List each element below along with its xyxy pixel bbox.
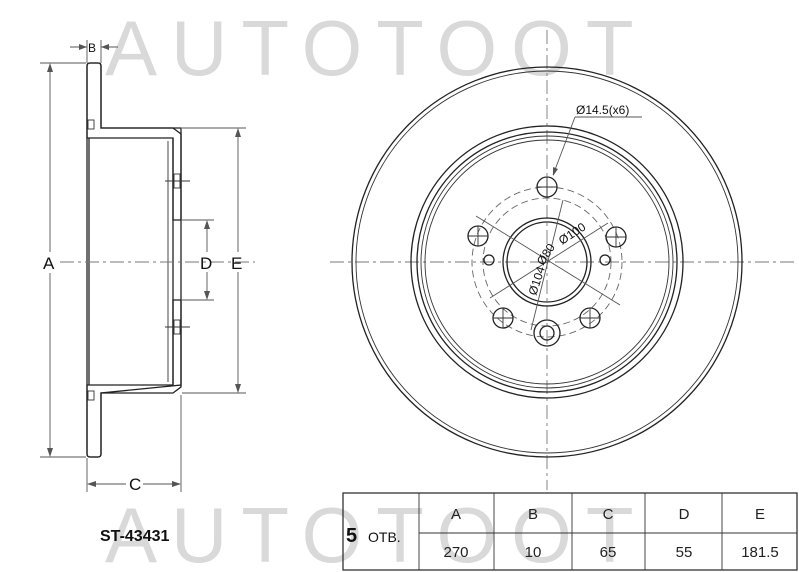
watermark-top: AUTOTOOT: [105, 4, 648, 92]
value-d: 55: [676, 544, 693, 561]
dim-label-e: E: [231, 254, 242, 273]
watermark-bottom: AUTOTOOT: [105, 491, 648, 572]
value-e: 181.5: [741, 544, 779, 561]
bolt-holes: [467, 176, 627, 347]
front-view: Ø14.5(x6) Ø100 Ø80 Ø104: [330, 30, 795, 490]
hub-label: Ø104: [526, 264, 548, 297]
dim-label-c: C: [129, 475, 141, 494]
center-bore-label: Ø80: [534, 241, 558, 268]
dim-label-b: B: [88, 41, 96, 55]
header-a: A: [451, 506, 461, 523]
header-d: D: [679, 506, 690, 523]
side-section-view: A B C D E: [40, 40, 255, 494]
holes-suffix: ОТВ.: [368, 529, 401, 545]
spec-table: 5 ОТВ. A B C D E 270 10 65 55 181.5: [342, 492, 798, 571]
header-e: E: [755, 506, 765, 523]
value-a: 270: [443, 544, 468, 561]
hole-callout: Ø14.5(x6): [576, 103, 629, 117]
value-b: 10: [525, 544, 542, 561]
header-c: C: [603, 506, 614, 523]
dim-label-a: A: [43, 254, 55, 273]
pcd-label: Ø100: [556, 220, 589, 248]
value-c: 65: [600, 544, 617, 561]
header-b: B: [528, 506, 538, 523]
holes-count: 5: [346, 525, 357, 547]
dim-label-d: D: [200, 254, 212, 273]
part-number: ST-43431: [100, 528, 169, 545]
